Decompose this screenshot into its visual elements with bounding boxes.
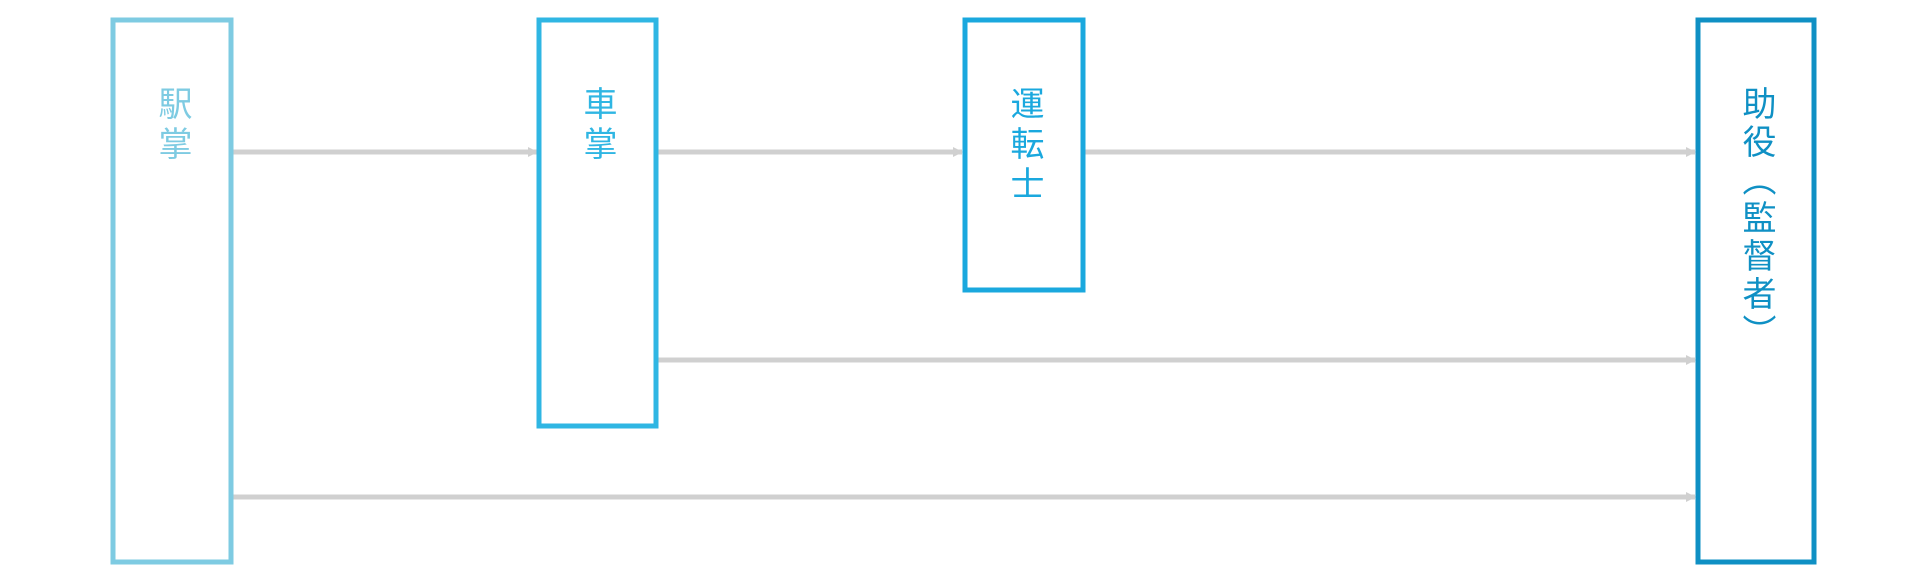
node-conductor-box [536,17,659,429]
node-driver-box [962,17,1086,293]
node-station-master-label: 駅掌 [152,86,192,166]
node-conductor: 車掌 [536,17,659,429]
node-assistant-label: 助役︵監督者︶ [1736,86,1776,352]
node-driver: 運転士 [962,17,1086,293]
node-driver-label: 運転士 [1004,86,1044,206]
node-assistant-box [1695,17,1817,565]
node-conductor-label: 車掌 [577,86,617,166]
node-station-master-box [110,17,234,565]
node-assistant: 助役︵監督者︶ [1695,17,1817,565]
node-station-master: 駅掌 [110,17,234,565]
